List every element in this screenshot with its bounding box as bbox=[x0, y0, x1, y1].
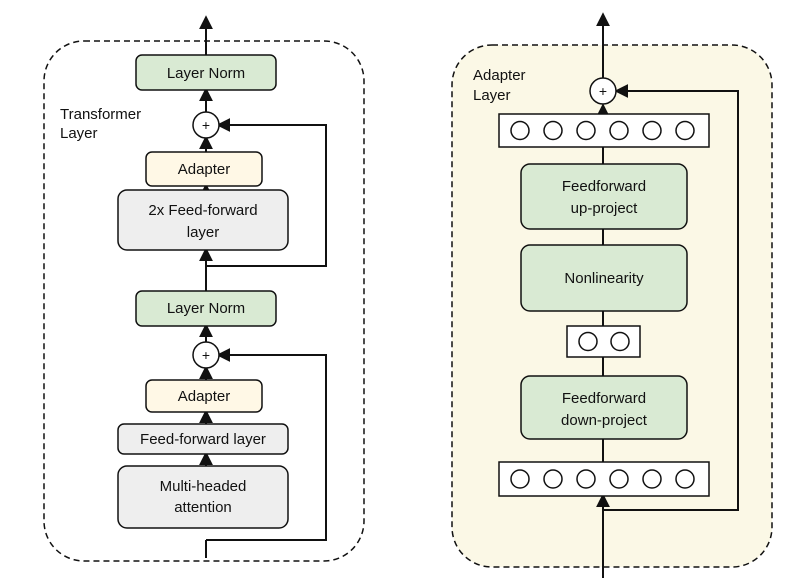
adapter-residual-add-icon bbox=[589, 77, 617, 105]
neuron-icon bbox=[675, 120, 695, 141]
feedforward-up-project-label-line1: Feedforward bbox=[562, 178, 646, 195]
neuron-icon bbox=[675, 469, 695, 489]
bottleneck-unit-icons bbox=[578, 331, 630, 352]
adapter-bottom-block bbox=[145, 379, 263, 413]
transformer-wires bbox=[199, 15, 327, 558]
layer-norm-mid-label: Layer Norm bbox=[167, 300, 245, 317]
nonlinearity-block bbox=[520, 244, 688, 312]
transformer-layer-title-line1: Transformer bbox=[60, 106, 141, 123]
feedforward-up-project-block bbox=[520, 163, 688, 230]
neuron-icon bbox=[510, 120, 530, 141]
feed-forward-block bbox=[117, 423, 289, 455]
feedforward-up-project-label-line2: up-project bbox=[571, 200, 639, 217]
neuron-icon bbox=[576, 120, 596, 141]
neuron-icon bbox=[543, 120, 563, 141]
transformer-layer-container bbox=[43, 40, 365, 562]
feed-forward-label: Feed-forward layer bbox=[140, 431, 266, 448]
neuron-icon bbox=[609, 469, 629, 489]
adapter-bottom-label: Adapter bbox=[178, 388, 231, 405]
feedforward-down-project-block bbox=[520, 375, 688, 440]
feed-forward-2x-label-line2: layer bbox=[187, 224, 220, 241]
adapter-input-units bbox=[498, 461, 710, 497]
neuron-icon bbox=[578, 331, 598, 352]
residual-add-lower-icon bbox=[192, 341, 220, 369]
nonlinearity-label: Nonlinearity bbox=[564, 270, 644, 287]
adapter-top-label: Adapter bbox=[178, 161, 231, 178]
neuron-icon bbox=[642, 469, 662, 489]
neuron-icon bbox=[610, 331, 630, 352]
multi-headed-attention-label-line2: attention bbox=[174, 499, 232, 516]
neuron-icon bbox=[510, 469, 530, 489]
adapter-input-unit-icons bbox=[510, 469, 695, 489]
residual-add-upper-icon bbox=[192, 111, 220, 139]
residual-add-upper-symbol: + bbox=[202, 117, 210, 133]
neuron-icon bbox=[543, 469, 563, 489]
neuron-icon bbox=[609, 120, 629, 141]
adapter-output-units bbox=[498, 113, 710, 148]
layer-norm-mid-block bbox=[135, 290, 277, 327]
feedforward-down-project-label-line1: Feedforward bbox=[562, 390, 646, 407]
feed-forward-2x-block bbox=[117, 189, 289, 251]
adapter-layer-title-line1: Adapter bbox=[473, 67, 526, 84]
adapter-top-block bbox=[145, 151, 263, 187]
multi-headed-attention-block bbox=[117, 465, 289, 529]
transformer-layer-title-line2: Layer bbox=[60, 125, 98, 142]
residual-add-lower-symbol: + bbox=[202, 347, 210, 363]
adapter-output-unit-icons bbox=[510, 120, 695, 141]
feed-forward-2x-label-line1: 2x Feed-forward bbox=[148, 202, 257, 219]
feedforward-down-project-label-line2: down-project bbox=[561, 412, 648, 429]
neuron-icon bbox=[576, 469, 596, 489]
adapter-wires bbox=[596, 12, 739, 578]
adapter-layer-title-line2: Layer bbox=[473, 87, 511, 104]
neuron-icon bbox=[642, 120, 662, 141]
adapter-residual-add-symbol: + bbox=[599, 83, 607, 99]
layer-norm-top-label: Layer Norm bbox=[167, 65, 245, 82]
multi-headed-attention-label-line1: Multi-headed bbox=[160, 478, 247, 495]
layer-norm-top-block bbox=[135, 54, 277, 91]
